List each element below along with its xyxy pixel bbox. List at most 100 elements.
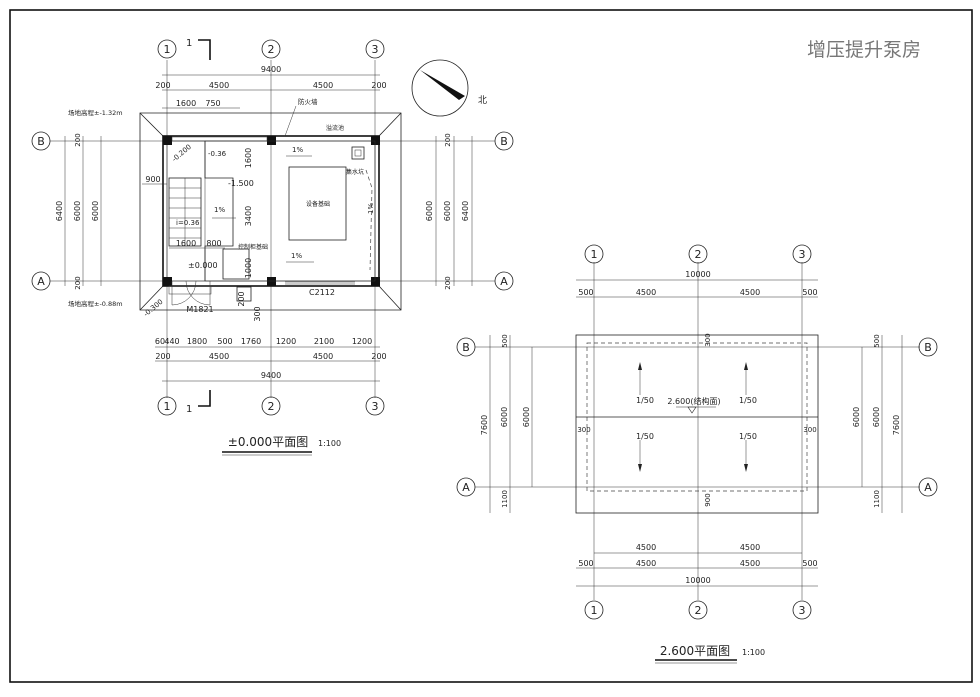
axis-bubble-row: B A B A bbox=[31, 131, 514, 291]
plan2-scale: 1:100 bbox=[742, 648, 765, 657]
plan2-caption: 2.600平面图 bbox=[660, 644, 730, 658]
sump-label: 集水坑 bbox=[346, 168, 364, 176]
svg-text:A: A bbox=[500, 275, 508, 288]
window-c2112 bbox=[285, 281, 355, 285]
slope-i: i=0.36 bbox=[176, 219, 200, 227]
svg-text:3400: 3400 bbox=[244, 206, 253, 226]
svg-text:6000: 6000 bbox=[500, 407, 509, 427]
svg-text:6000: 6000 bbox=[522, 407, 531, 427]
svg-text:300: 300 bbox=[577, 426, 590, 434]
svg-text:500: 500 bbox=[501, 334, 509, 347]
svg-text:2: 2 bbox=[695, 604, 702, 617]
dims-left: 7600 6000 6000 500 1100 bbox=[480, 334, 533, 513]
svg-text:1/50: 1/50 bbox=[636, 432, 654, 441]
site-level-low: 场地高程±-0.88m bbox=[68, 299, 123, 308]
svg-text:200: 200 bbox=[371, 81, 386, 90]
svg-text:300: 300 bbox=[253, 306, 262, 321]
svg-text:6000: 6000 bbox=[91, 201, 100, 221]
axis-bubble-col: 1 2 3 1 2 3 bbox=[584, 244, 812, 620]
svg-text:6000: 6000 bbox=[425, 201, 434, 221]
control-cabinet-base bbox=[222, 248, 250, 280]
svg-text:2: 2 bbox=[695, 248, 702, 261]
svg-text:4500: 4500 bbox=[636, 288, 656, 297]
column bbox=[267, 277, 276, 286]
column bbox=[371, 136, 380, 145]
svg-text:1760: 1760 bbox=[241, 337, 261, 346]
svg-text:1/50: 1/50 bbox=[739, 432, 757, 441]
svg-text:200: 200 bbox=[237, 291, 246, 306]
svg-text:200: 200 bbox=[444, 133, 452, 146]
svg-text:C2112: C2112 bbox=[309, 288, 335, 297]
svg-text:4500: 4500 bbox=[740, 543, 760, 552]
svg-text:1800: 1800 bbox=[187, 337, 207, 346]
svg-text:4500: 4500 bbox=[209, 352, 229, 361]
svg-text:500: 500 bbox=[873, 334, 881, 347]
slope-arrows bbox=[638, 362, 748, 472]
svg-text:M1821: M1821 bbox=[186, 305, 213, 314]
column bbox=[371, 277, 380, 286]
drawing-title: 增压提升泵房 bbox=[807, 39, 921, 61]
svg-text:6400: 6400 bbox=[55, 201, 64, 221]
level-m036: -0.36 bbox=[208, 150, 227, 158]
north-arrow-icon: 北 bbox=[411, 59, 487, 117]
plan-ground-floor: 1 2 3 1 2 3 B A B A 1 1 9400 200 bbox=[31, 38, 514, 456]
svg-text:500: 500 bbox=[578, 288, 593, 297]
svg-text:7600: 7600 bbox=[892, 415, 901, 435]
equipment-base bbox=[288, 166, 347, 241]
svg-text:3: 3 bbox=[799, 248, 806, 261]
svg-text:B: B bbox=[924, 341, 932, 354]
dims-bottom: 4500 4500 500 4500 4500 500 10000 bbox=[576, 543, 818, 587]
dims-top: 9400 200 4500 4500 200 1600 750 bbox=[155, 65, 387, 109]
svg-text:A: A bbox=[462, 481, 470, 494]
svg-text:B: B bbox=[500, 135, 508, 148]
svg-text:6000: 6000 bbox=[852, 407, 861, 427]
svg-text:500: 500 bbox=[217, 337, 232, 346]
svg-text:6000: 6000 bbox=[872, 407, 881, 427]
svg-text:1%: 1% bbox=[214, 206, 225, 214]
svg-text:1: 1 bbox=[591, 604, 598, 617]
dims-left: 6400 6000 6000 200 200 bbox=[55, 133, 102, 290]
svg-text:1: 1 bbox=[591, 248, 598, 261]
svg-text:1200: 1200 bbox=[276, 337, 296, 346]
dims-top: 10000 500 4500 4500 500 bbox=[576, 270, 818, 298]
svg-text:1100: 1100 bbox=[501, 490, 509, 508]
column bbox=[267, 136, 276, 145]
svg-text:2100: 2100 bbox=[314, 337, 334, 346]
svg-text:1/50: 1/50 bbox=[636, 396, 654, 405]
svg-text:B: B bbox=[37, 135, 45, 148]
svg-text:2: 2 bbox=[268, 400, 275, 413]
svg-text:4500: 4500 bbox=[740, 559, 760, 568]
svg-text:4500: 4500 bbox=[636, 559, 656, 568]
svg-text:300: 300 bbox=[803, 426, 816, 434]
svg-text:500: 500 bbox=[802, 288, 817, 297]
stair bbox=[168, 177, 202, 247]
dims-bottom: 60 440 1800 500 1760 1200 2100 1200 200 … bbox=[155, 337, 387, 382]
section-mark: 1 1 bbox=[186, 38, 211, 415]
site-level-high: 场地高程±-1.32m bbox=[68, 108, 123, 117]
svg-text:4500: 4500 bbox=[313, 81, 333, 90]
level-m0200: -0.200 bbox=[171, 143, 193, 164]
svg-text:3: 3 bbox=[372, 400, 379, 413]
svg-text:1%: 1% bbox=[367, 203, 375, 214]
svg-text:6000: 6000 bbox=[443, 201, 452, 221]
svg-text:60: 60 bbox=[155, 337, 165, 346]
svg-text:800: 800 bbox=[206, 239, 221, 248]
roof-level: 2.600(结构面) bbox=[667, 396, 720, 406]
firewall-label: 防火墙 bbox=[298, 97, 318, 106]
pump-pit bbox=[204, 140, 376, 282]
equip-label: 设备基础 bbox=[306, 200, 330, 208]
svg-text:9400: 9400 bbox=[261, 371, 281, 380]
level-m1500: -1.500 bbox=[228, 179, 254, 188]
pool-label: 溢流池 bbox=[326, 124, 344, 132]
svg-text:4500: 4500 bbox=[740, 288, 760, 297]
sheet-border bbox=[9, 9, 973, 683]
column bbox=[163, 136, 172, 145]
svg-text:3: 3 bbox=[372, 43, 379, 56]
svg-text:1: 1 bbox=[186, 404, 192, 415]
svg-text:200: 200 bbox=[74, 133, 82, 146]
axis-bubble-col-bottom: 1 2 3 bbox=[157, 396, 385, 416]
svg-text:B: B bbox=[462, 341, 470, 354]
level-0: ±0.000 bbox=[188, 261, 218, 270]
svg-text:1600: 1600 bbox=[176, 239, 196, 248]
